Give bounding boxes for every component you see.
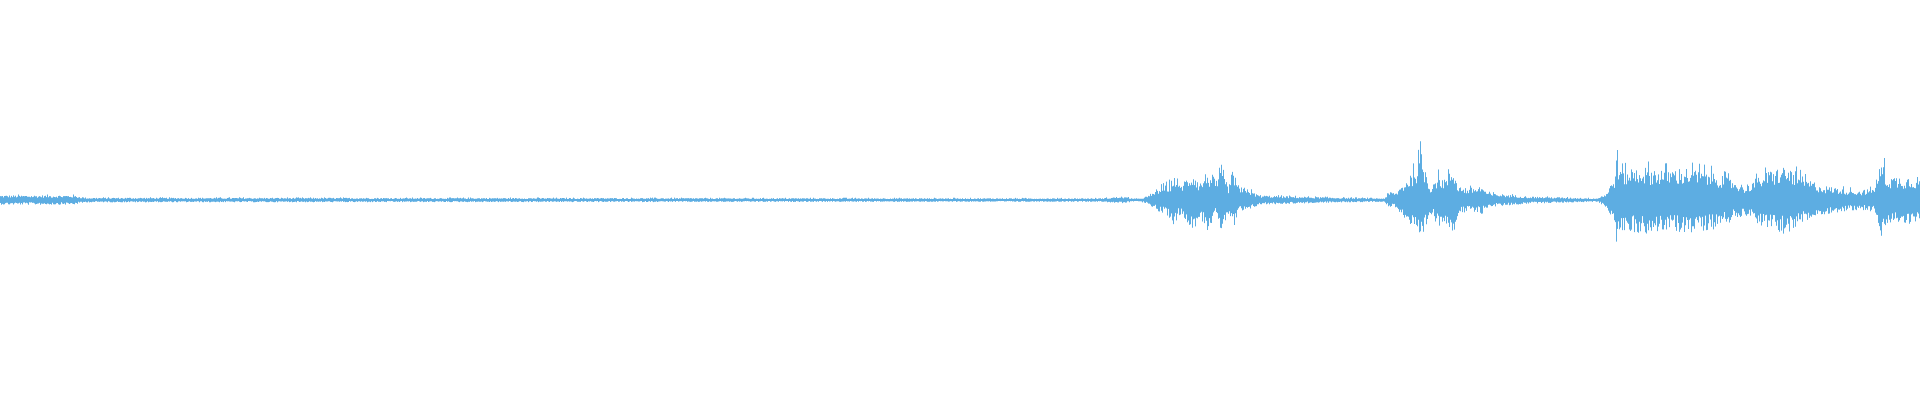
waveform — [0, 141, 1920, 242]
